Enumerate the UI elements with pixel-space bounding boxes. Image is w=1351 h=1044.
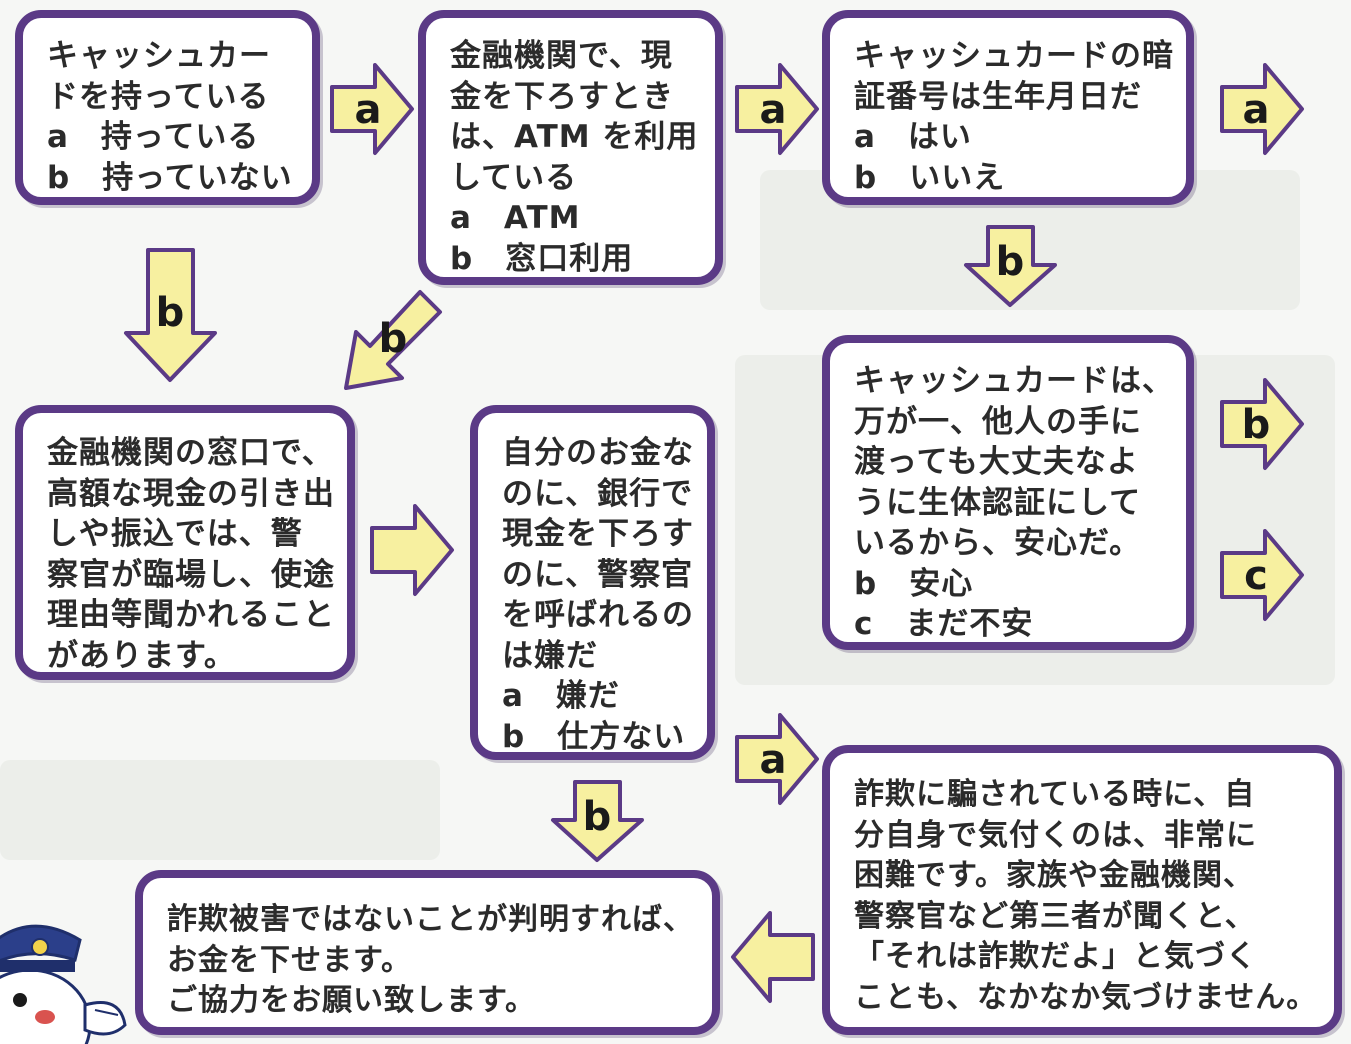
node-line: 理由等聞かれること: [47, 597, 335, 633]
arrow-label: a: [355, 87, 382, 133]
node-line: 金融機関で、現: [450, 38, 673, 74]
question-police-dislike: 自分のお金な のに、銀行で 現金を下ろす のに、警察官 を呼ばれるの は嫌だ a…: [470, 405, 715, 760]
arrow-label: b: [996, 239, 1025, 285]
option-c: c まだ不安: [854, 606, 1034, 642]
arrow-label: c: [1244, 553, 1268, 599]
node-line: 詐欺に騙されている時に、自: [854, 777, 1256, 812]
arrow-label: b: [1242, 402, 1271, 448]
info-counter-police: 金融機関の窓口で、 高額な現金の引き出 しや振込では、警 察官が臨場し、使途 理…: [15, 405, 355, 680]
node-line: 警察官など第三者が聞くと、: [854, 898, 1256, 934]
node-line: 分自身で気付くのは、非常に: [854, 817, 1257, 853]
option-b: b 安心: [854, 565, 974, 602]
arrow-q3-out: a: [1220, 63, 1304, 155]
arrow-label: a: [1243, 87, 1270, 133]
option-b: b 持っていない: [47, 159, 293, 196]
node-line: キャッシュカードは、: [854, 363, 1174, 399]
question-atm-usage: 金融機関で、現 金を下ろすとき は、ATM を利用 している a ATM b 窓…: [418, 10, 723, 285]
node-line: 渡っても大丈夫なよ: [854, 444, 1139, 480]
arrow-q2-diagonal: b: [344, 290, 442, 390]
option-b: b 窓口利用: [450, 240, 634, 277]
info-fraud-awareness: 詐欺に騙されている時に、自 分自身で気付くのは、非常に 困難です。家族や金融機関…: [822, 745, 1342, 1035]
arrow-q2-to-q3: a: [735, 63, 819, 155]
arrow-counter-to-police: [370, 504, 454, 596]
node-line: を呼ばれるの: [502, 597, 694, 633]
node-line: 高額な現金の引き出: [47, 475, 335, 512]
node-line: ことも、なかなか気づけません。: [854, 979, 1318, 1015]
option-a: a ATM: [450, 200, 581, 236]
arrow-bio-b: b: [1220, 378, 1304, 470]
question-card-ownership: キャッシュカー ドを持っている a 持っている b 持っていない: [15, 10, 320, 205]
question-pin-birthday: キャッシュカードの暗 証番号は生年月日だ a はい b いいえ: [822, 10, 1194, 205]
node-line: ドを持っている: [47, 78, 270, 115]
node-line: 察官が臨場し、使途: [47, 556, 335, 593]
node-line: のに、警察官: [502, 556, 694, 593]
arrow-fraud-to-final: [731, 911, 815, 1003]
node-line: 万が一、他人の手に: [854, 403, 1142, 440]
arrow-police-b: b: [551, 780, 644, 862]
node-line: ご協力をお願い致します。: [167, 983, 536, 1018]
arrow-label: b: [583, 794, 612, 840]
police-mascot-icon: [0, 924, 127, 1044]
node-line: うに生体認証にして: [854, 484, 1142, 521]
node-line: 自分のお金な: [502, 435, 694, 471]
question-biometric: キャッシュカードは、 万が一、他人の手に 渡っても大丈夫なよ うに生体認証にして…: [822, 335, 1194, 650]
final-message: 詐欺被害ではないことが判明すれば、 お金を下せます。 ご協力をお願い致します。: [135, 870, 720, 1035]
node-line: お金を下せます。: [167, 942, 412, 978]
node-line: は、ATM を利用: [450, 119, 699, 155]
arrow-label: a: [760, 737, 787, 783]
node-line: は嫌だ: [502, 637, 598, 674]
node-line: 困難です。家族や金融機関、: [854, 858, 1254, 893]
node-line: 金融機関の窓口で、: [47, 435, 334, 471]
arrow-police-a: a: [735, 713, 819, 805]
node-line: キャッシュカードの暗: [854, 38, 1174, 74]
node-line: 詐欺被害ではないことが判明すれば、: [167, 902, 694, 937]
node-line: している: [450, 159, 578, 196]
node-line: のに、銀行で: [502, 475, 694, 512]
node-line: いるから、安心だ。: [854, 525, 1142, 561]
arrow-label: a: [760, 87, 787, 133]
node-line: 現金を下ろす: [502, 516, 694, 552]
option-b: b 仕方ない: [502, 718, 686, 755]
node-line: 「それは詐欺だよ」と気づく: [854, 939, 1257, 974]
arrow-q1-down: b: [124, 248, 217, 382]
option-b: b いいえ: [854, 159, 1006, 196]
arrow-q3-down: b: [964, 225, 1057, 307]
node-line: しや振込では、警: [47, 516, 303, 552]
option-a: a はい: [854, 119, 972, 155]
node-line: キャッシュカー: [47, 38, 271, 74]
option-a: a 嫌だ: [502, 678, 620, 714]
node-line: 証番号は生年月日だ: [854, 78, 1142, 115]
arrow-label: b: [379, 316, 408, 362]
option-a: a 持っている: [47, 119, 260, 155]
arrow-q1-to-q2: a: [330, 63, 414, 155]
arrow-bio-c: c: [1220, 529, 1304, 621]
node-line: 金を下ろすとき: [450, 78, 674, 115]
node-line: があります。: [47, 637, 236, 674]
arrow-label: b: [156, 290, 185, 336]
